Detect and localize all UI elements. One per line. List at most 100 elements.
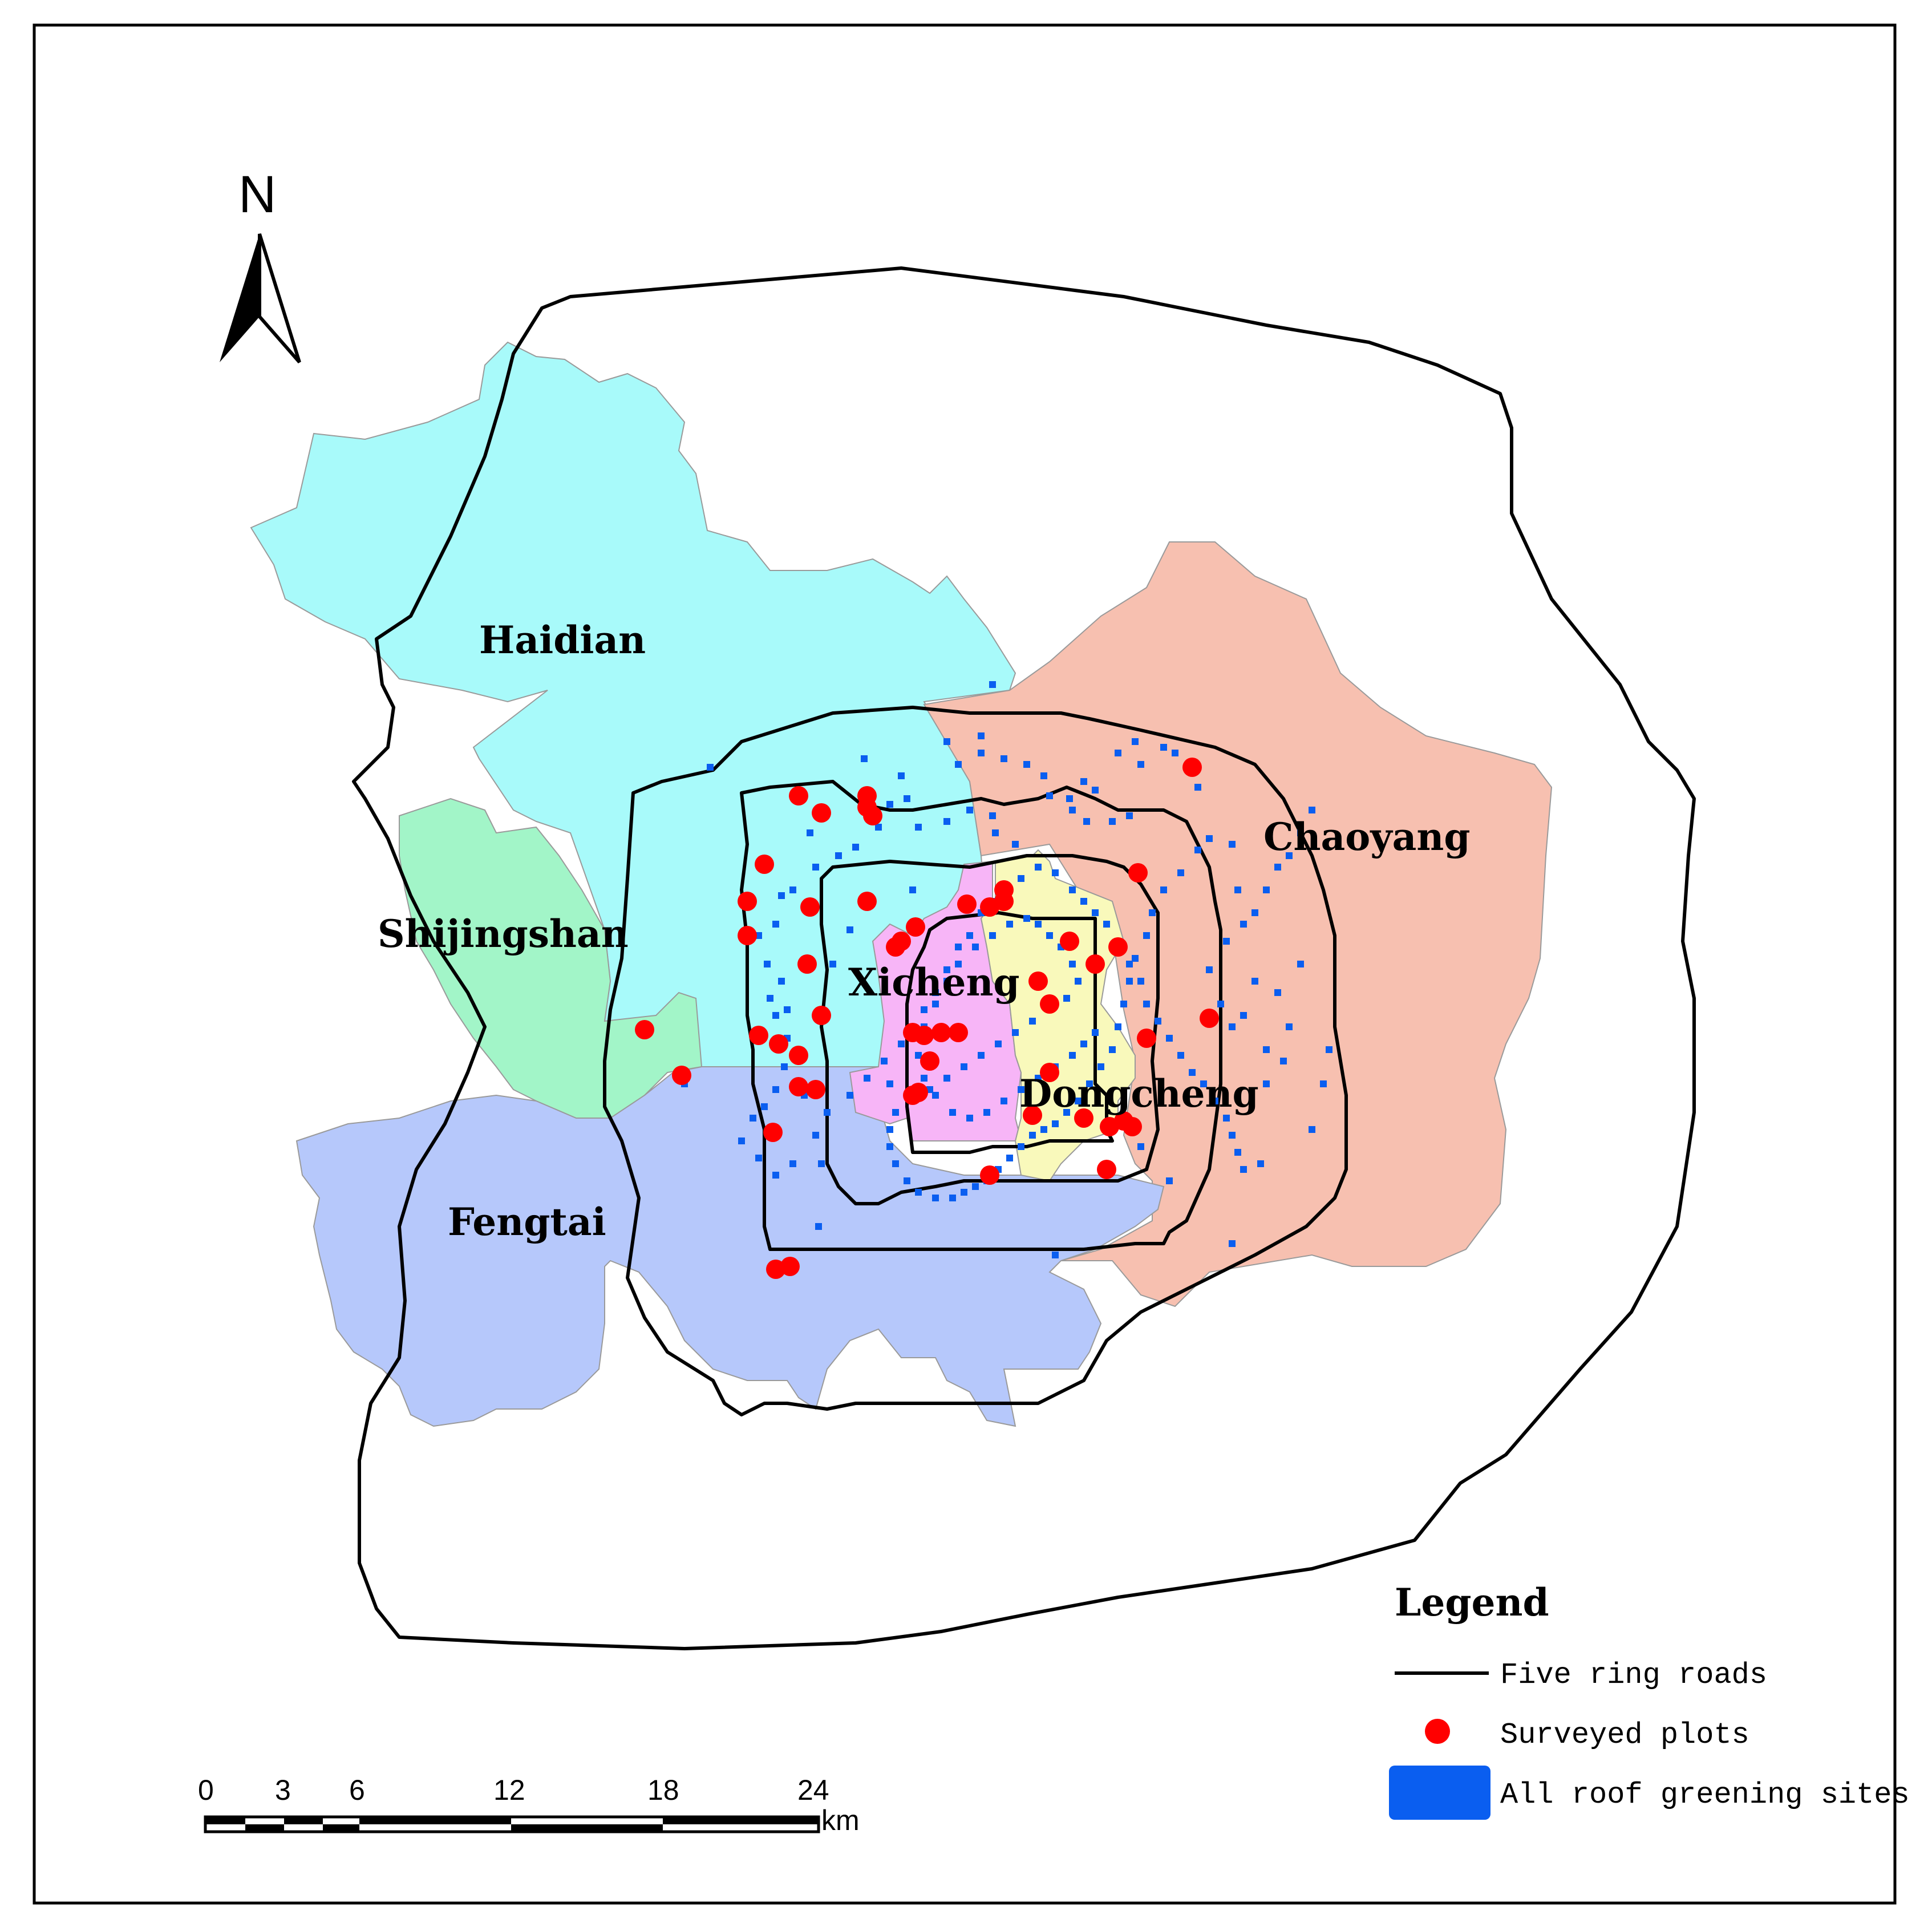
roof-greening-site — [1001, 1098, 1007, 1104]
roof-greening-site — [1212, 1098, 1218, 1104]
scale-segment-1 — [205, 1817, 245, 1824]
roof-greening-site — [966, 807, 973, 813]
surveyed-plot — [797, 954, 817, 974]
roof-greening-site — [989, 932, 996, 939]
roof-greening-site — [764, 961, 771, 967]
roof-greening-site — [978, 750, 985, 756]
roof-greening-site — [761, 1103, 768, 1110]
roof-greening-site — [772, 1086, 779, 1093]
roof-greening-site — [1155, 1018, 1161, 1025]
surveyed-plot — [1028, 971, 1048, 991]
roof-greening-site — [846, 1092, 853, 1099]
label-chaoyang: Chaoyang — [1263, 815, 1471, 859]
roof-greening-site — [989, 681, 996, 688]
roof-greening-site — [1023, 761, 1030, 768]
roof-greening-site — [1309, 1126, 1315, 1133]
roof-greening-site — [778, 892, 785, 899]
north-arrow-left-half — [220, 234, 260, 362]
surveyed-plot — [738, 892, 757, 911]
roof-greening-site — [904, 795, 910, 802]
roof-greening-site — [961, 1189, 967, 1196]
roof-greening-site — [1280, 1058, 1287, 1064]
roof-greening-site — [1257, 1160, 1264, 1167]
roof-greening-site — [1177, 869, 1184, 876]
surveyed-plot — [789, 786, 808, 805]
surveyed-plot — [769, 1034, 788, 1054]
roof-greening-site — [1083, 818, 1090, 825]
roof-greening-site — [921, 1006, 927, 1013]
roof-greening-site — [1029, 1132, 1036, 1139]
surveyed-plot — [1108, 937, 1128, 957]
roof-greening-site — [812, 864, 819, 871]
roof-greening-site — [932, 1001, 939, 1007]
label-dongcheng: Dongcheng — [1019, 1071, 1259, 1116]
roof-greening-site — [943, 818, 950, 825]
roof-greening-site — [949, 1109, 956, 1116]
roof-greening-site — [738, 1137, 745, 1144]
roof-greening-site — [1229, 841, 1236, 848]
district-shijingshan — [399, 797, 703, 1119]
surveyed-plot — [914, 1026, 934, 1045]
roof-greening-site — [1274, 864, 1281, 871]
roof-greening-site — [1023, 915, 1030, 922]
roof-greening-site — [1012, 1029, 1019, 1036]
roof-greening-site — [992, 829, 999, 836]
roof-greening-site — [881, 1058, 888, 1064]
roof-greening-site — [1069, 886, 1076, 893]
surveyed-plot — [789, 1077, 808, 1096]
roof-greening-site — [784, 1006, 791, 1013]
roof-greening-site — [1177, 1052, 1184, 1059]
roof-greening-site — [1143, 932, 1150, 939]
roof-greening-site — [892, 1109, 899, 1116]
roof-greening-site — [898, 1041, 905, 1047]
roof-greening-site — [1286, 1023, 1293, 1030]
roof-greening-site — [1326, 1046, 1332, 1053]
surveyed-plot — [800, 897, 820, 917]
roof-greening-site — [1035, 921, 1042, 928]
surveyed-plot — [1060, 932, 1079, 951]
roof-greening-site — [1223, 1115, 1230, 1122]
roof-greening-site — [932, 1092, 939, 1099]
roof-greening-site — [750, 1115, 756, 1122]
surveyed-plot — [949, 1023, 968, 1042]
roof-greening-site — [875, 824, 882, 831]
north-arrow-label: N — [238, 165, 276, 224]
roof-greening-site — [1143, 1001, 1150, 1007]
roof-greening-site — [755, 932, 762, 939]
surveyed-plot — [1200, 1009, 1219, 1028]
scale-segment-7 — [663, 1817, 819, 1824]
roof-greening-site — [772, 1012, 779, 1019]
roof-greening-site — [1166, 1177, 1173, 1184]
surveyed-plot — [1023, 1106, 1042, 1125]
roof-greening-site — [818, 1160, 825, 1167]
roof-greening-site — [1274, 989, 1281, 996]
roof-greening-site — [1286, 852, 1293, 859]
surveyed-plot — [789, 1046, 808, 1065]
legend-label-ring-roads: Five ring roads — [1500, 1658, 1767, 1692]
roof-greening-site — [955, 761, 962, 768]
surveyed-plot — [749, 1026, 768, 1045]
roof-greening-site — [978, 1052, 985, 1059]
ring-road-1st — [905, 911, 1114, 1154]
surveyed-plot — [806, 1080, 825, 1099]
roof-greening-site — [978, 732, 985, 739]
roof-greening-site — [926, 1086, 933, 1093]
surveyed-plot — [957, 894, 977, 914]
roof-greening-site — [886, 1143, 893, 1150]
roof-greening-site — [995, 1041, 1002, 1047]
roof-greening-site — [1075, 978, 1082, 985]
roof-greening-site — [1194, 784, 1201, 791]
roof-greening-site — [932, 989, 939, 996]
roof-greening-site — [932, 1195, 939, 1201]
roof-greening-site — [1115, 1023, 1121, 1030]
roof-greening-site — [915, 1052, 922, 1059]
roof-greening-site — [1097, 1063, 1104, 1070]
surveyed-plot — [738, 926, 757, 945]
roof-greening-site — [1160, 886, 1167, 893]
roof-greening-site — [1092, 909, 1099, 916]
roof-greening-site — [1052, 1120, 1059, 1127]
roof-greening-site — [1206, 835, 1213, 842]
surveyed-plot — [886, 937, 905, 957]
legend-dot-symbol — [1425, 1719, 1450, 1744]
